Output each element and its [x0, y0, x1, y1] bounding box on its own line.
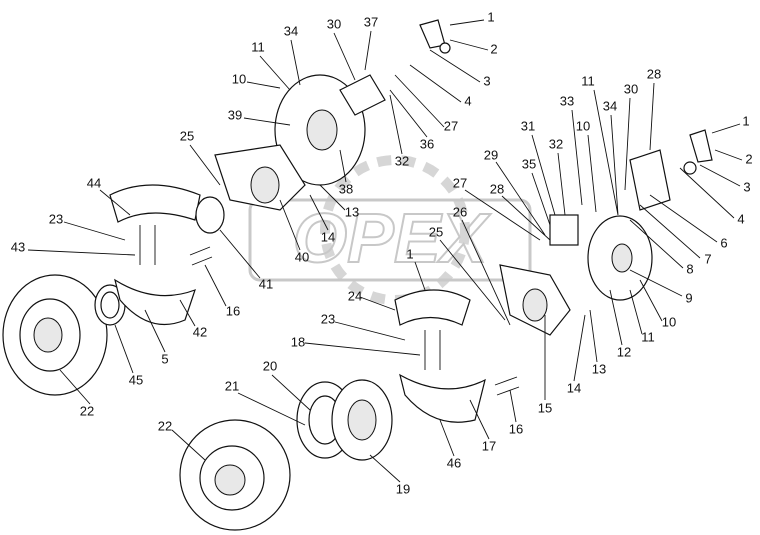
part-label: 38: [339, 181, 353, 196]
part-label: 30: [327, 16, 341, 31]
parts: [2, 19, 713, 531]
part-label: 14: [567, 380, 581, 395]
part-label: 13: [345, 204, 359, 219]
part-label: 18: [291, 334, 305, 349]
part-label: 36: [420, 136, 434, 151]
part-label: 27: [444, 118, 458, 133]
leader-lines: [27, 19, 743, 483]
part-label: 4: [737, 211, 744, 226]
part-label: 19: [396, 481, 410, 496]
part-label: 42: [193, 324, 207, 339]
part-label: 3: [483, 73, 490, 88]
brake-drum-bottom: [179, 419, 291, 531]
springs: [139, 225, 441, 370]
part-label: 5: [161, 351, 168, 366]
bracket-37: [339, 74, 386, 116]
brake-shoe-right: [394, 289, 486, 423]
part-label: 28: [490, 181, 504, 196]
part-label: 40: [295, 249, 309, 264]
brake-drum-left: [2, 274, 108, 396]
part-label: 15: [538, 400, 552, 415]
part-label: 22: [158, 418, 172, 433]
spider-right: [499, 264, 571, 336]
part-label: 32: [549, 136, 563, 151]
part-label: 12: [617, 344, 631, 359]
part-label: 34: [603, 98, 617, 113]
part-label: 22: [80, 403, 94, 418]
part-label: 29: [484, 147, 498, 162]
dust-shield-right: [587, 215, 653, 301]
part-label: 3: [743, 179, 750, 194]
bracket-31: [549, 214, 579, 246]
part-label: 10: [662, 314, 676, 329]
part-label: 30: [624, 81, 638, 96]
part-label: 17: [482, 438, 496, 453]
part-label: 14: [321, 229, 335, 244]
part-label: 7: [704, 251, 711, 266]
part-label: 6: [720, 235, 727, 250]
part-label: 31: [521, 118, 535, 133]
part-labels: 1 2 3 4 27 30 37 34 11 10 39 36 32 38 25…: [11, 9, 753, 496]
part-label: 27: [453, 175, 467, 190]
dust-shield-left: [274, 74, 366, 186]
part-label: 46: [447, 455, 461, 470]
watermark-text: OPEX: [293, 199, 492, 277]
part-label: 32: [395, 153, 409, 168]
part-label: 43: [11, 239, 25, 254]
part-label: 11: [581, 73, 595, 88]
part-label: 44: [87, 175, 101, 190]
part-label: 16: [509, 421, 523, 436]
part-label: 2: [490, 41, 497, 56]
hub-19: [331, 379, 393, 461]
part-label: 13: [592, 361, 606, 376]
part-label: 2: [745, 151, 752, 166]
pins-16: [189, 246, 520, 396]
part-label: 35: [522, 156, 536, 171]
part-label: 9: [685, 290, 692, 305]
part-label: 25: [429, 224, 443, 239]
part-label: 45: [129, 372, 143, 387]
part-label: 37: [364, 14, 378, 29]
seal-41: [195, 196, 225, 234]
part-label: 1: [742, 113, 749, 128]
part-label: 23: [321, 311, 335, 326]
part-label: 26: [453, 204, 467, 219]
part-label: 11: [251, 39, 265, 54]
spider-left: [214, 144, 306, 211]
part-label: 23: [49, 211, 63, 226]
part-label: 21: [225, 378, 239, 393]
part-label: 10: [232, 71, 246, 86]
part-label: 20: [263, 358, 277, 373]
part-label: 33: [560, 93, 574, 108]
part-label: 24: [348, 288, 362, 303]
part-label: 8: [686, 261, 693, 276]
part-label: 16: [226, 303, 240, 318]
part-label: 1: [487, 9, 494, 24]
part-label: 25: [180, 128, 194, 143]
part-label: 39: [228, 107, 242, 122]
seal-45: [94, 284, 126, 326]
part-label: 11: [641, 329, 655, 344]
part-label: 4: [464, 93, 471, 108]
part-label: 1: [406, 246, 413, 261]
bracket-28: [629, 149, 671, 211]
slack-adjuster-right: [683, 129, 713, 175]
part-label: 28: [647, 66, 661, 81]
brake-shoe-left: [109, 184, 201, 326]
slack-adjuster-top: [419, 19, 451, 54]
part-label: 10: [576, 118, 590, 133]
part-label: 34: [284, 23, 298, 38]
part-label: 41: [259, 276, 273, 291]
